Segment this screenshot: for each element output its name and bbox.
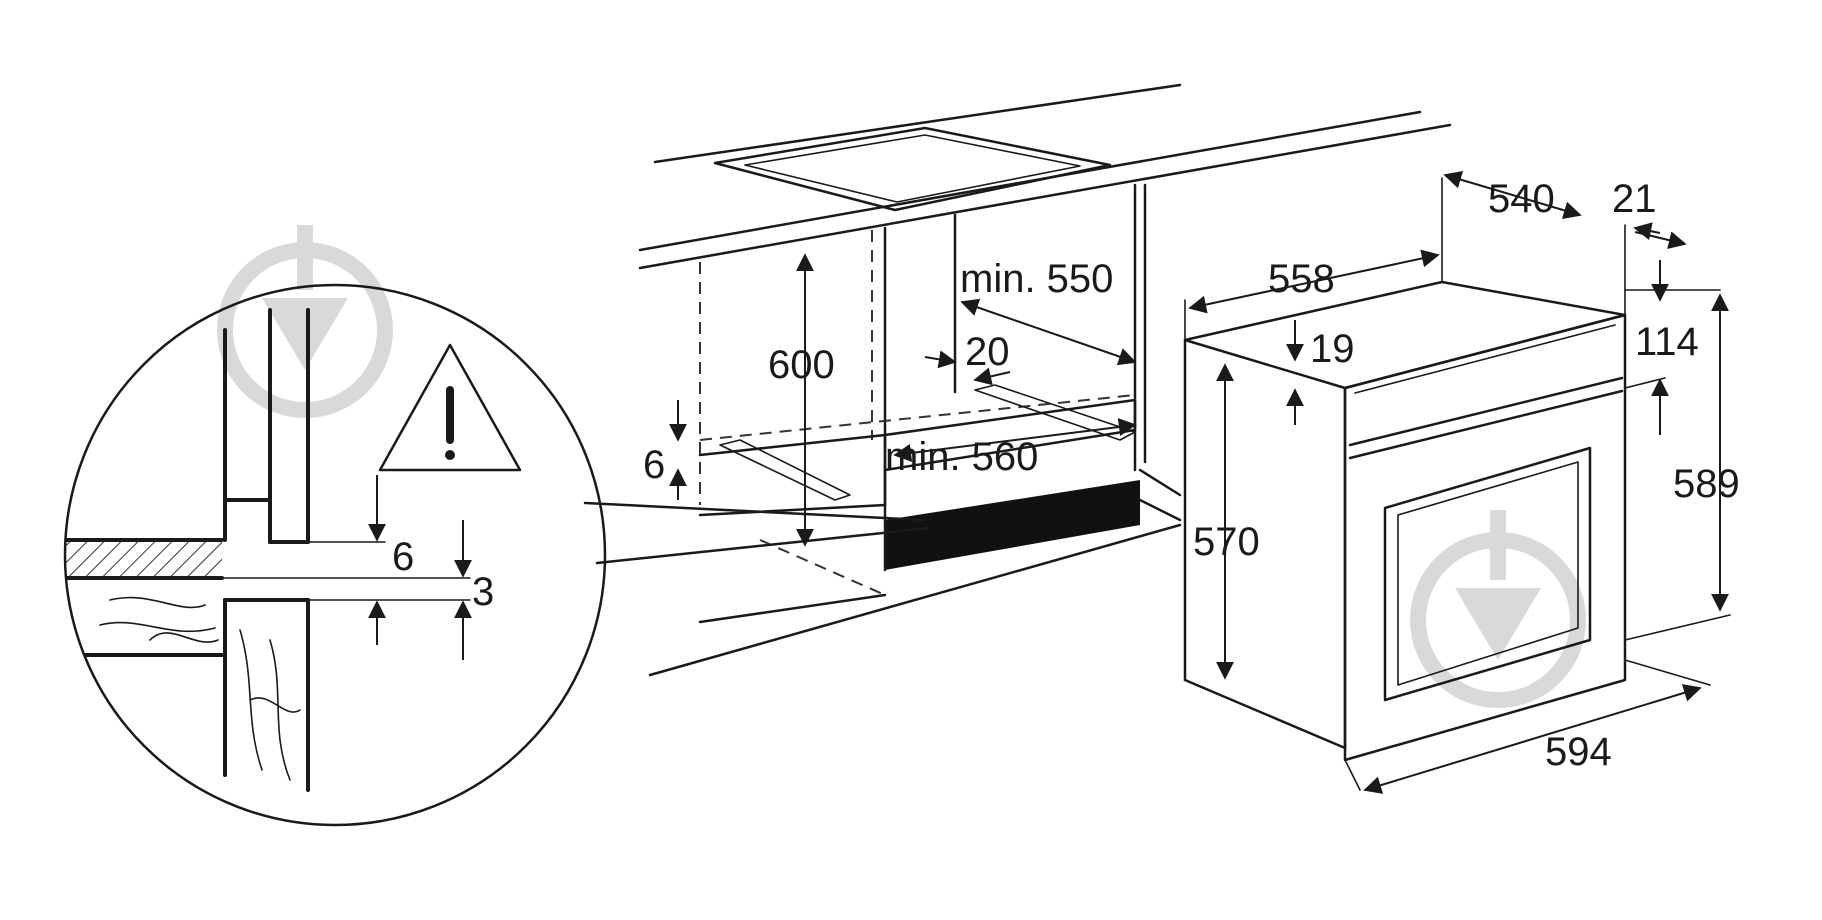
detail-magnifier [63,283,932,827]
label-600: 600 [768,343,835,387]
label-558: 558 [1268,257,1335,301]
label-6-cabinet: 6 [643,443,665,487]
label-570: 570 [1193,520,1260,564]
label-20: 20 [965,330,1010,374]
label-21: 21 [1612,177,1657,221]
label-min-560: min. 560 [885,435,1038,479]
label-19: 19 [1310,327,1355,371]
label-594: 594 [1545,730,1612,774]
watermark-logo-icon [217,225,393,418]
kitchen-cabinet [638,83,1452,677]
warning-triangle-icon [378,343,522,472]
label-min-550: min. 550 [960,257,1113,301]
label-3-detail: 3 [472,570,494,614]
label-114: 114 [1635,320,1699,364]
oven-unit [1183,177,1731,791]
cabinet-dimensions [669,253,1137,547]
label-6-detail: 6 [392,535,414,579]
oven-dimensions [1188,170,1729,794]
label-540: 540 [1488,177,1555,221]
label-589: 589 [1673,462,1740,506]
